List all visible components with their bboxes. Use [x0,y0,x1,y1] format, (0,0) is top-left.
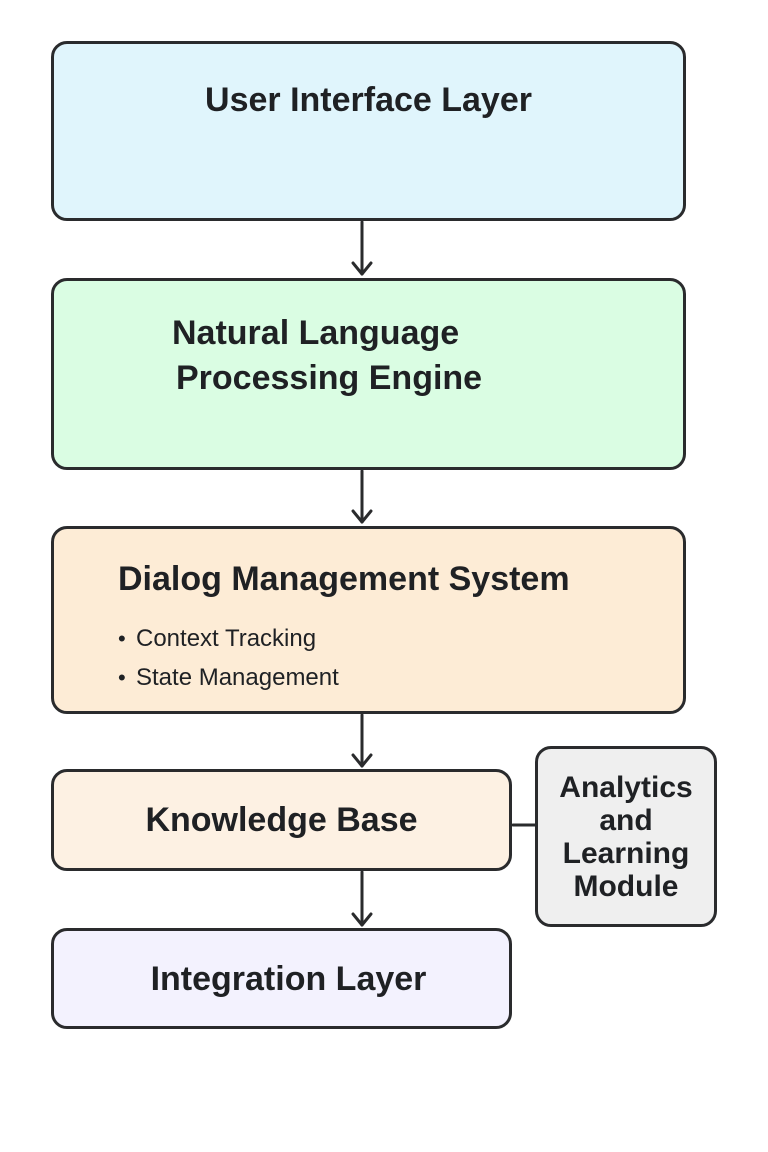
knowledge-base-title: Knowledge Base [145,801,418,839]
bullet-icon: • [118,626,126,651]
list-item-label: State Management [136,664,339,691]
knowledge-base-box: Knowledge Base [51,769,512,871]
dialog-management-items: • Context Tracking • State Management [118,619,339,697]
analytics-title-line-3: Learning [562,836,690,870]
arrow-dialog-to-knowledge [351,713,373,768]
list-item-label: Context Tracking [136,625,317,652]
nlp-engine-title-line-2: Processing Engine [176,359,483,397]
analytics-learning-module-title: Analytics and Learning Module [559,771,692,903]
list-item: • Context Tracking [118,619,339,658]
analytics-title-line-2: and [599,803,653,837]
nlp-engine-title-line-1: Natural Language [172,314,460,352]
nlp-engine-box: Natural Language Processing Engine [51,278,686,470]
integration-layer-title: Integration Layer [150,960,427,998]
arrow-ui-to-nlp [351,220,373,276]
dialog-management-title: Dialog Management System [118,560,570,598]
user-interface-layer-title: User Interface Layer [205,81,532,119]
user-interface-layer-box: User Interface Layer [51,41,686,221]
bullet-icon: • [118,665,126,690]
dialog-management-box: Dialog Management System • Context Track… [51,526,686,714]
analytics-title-line-4: Module [573,869,679,903]
analytics-learning-module-box: Analytics and Learning Module [535,746,717,927]
list-item: • State Management [118,658,339,697]
arrow-knowledge-to-integration [351,870,373,927]
nlp-engine-title: Natural Language Processing Engine [172,311,482,401]
arrow-nlp-to-dialog [351,469,373,524]
integration-layer-box: Integration Layer [51,928,512,1029]
analytics-title-line-1: Analytics [559,770,693,804]
